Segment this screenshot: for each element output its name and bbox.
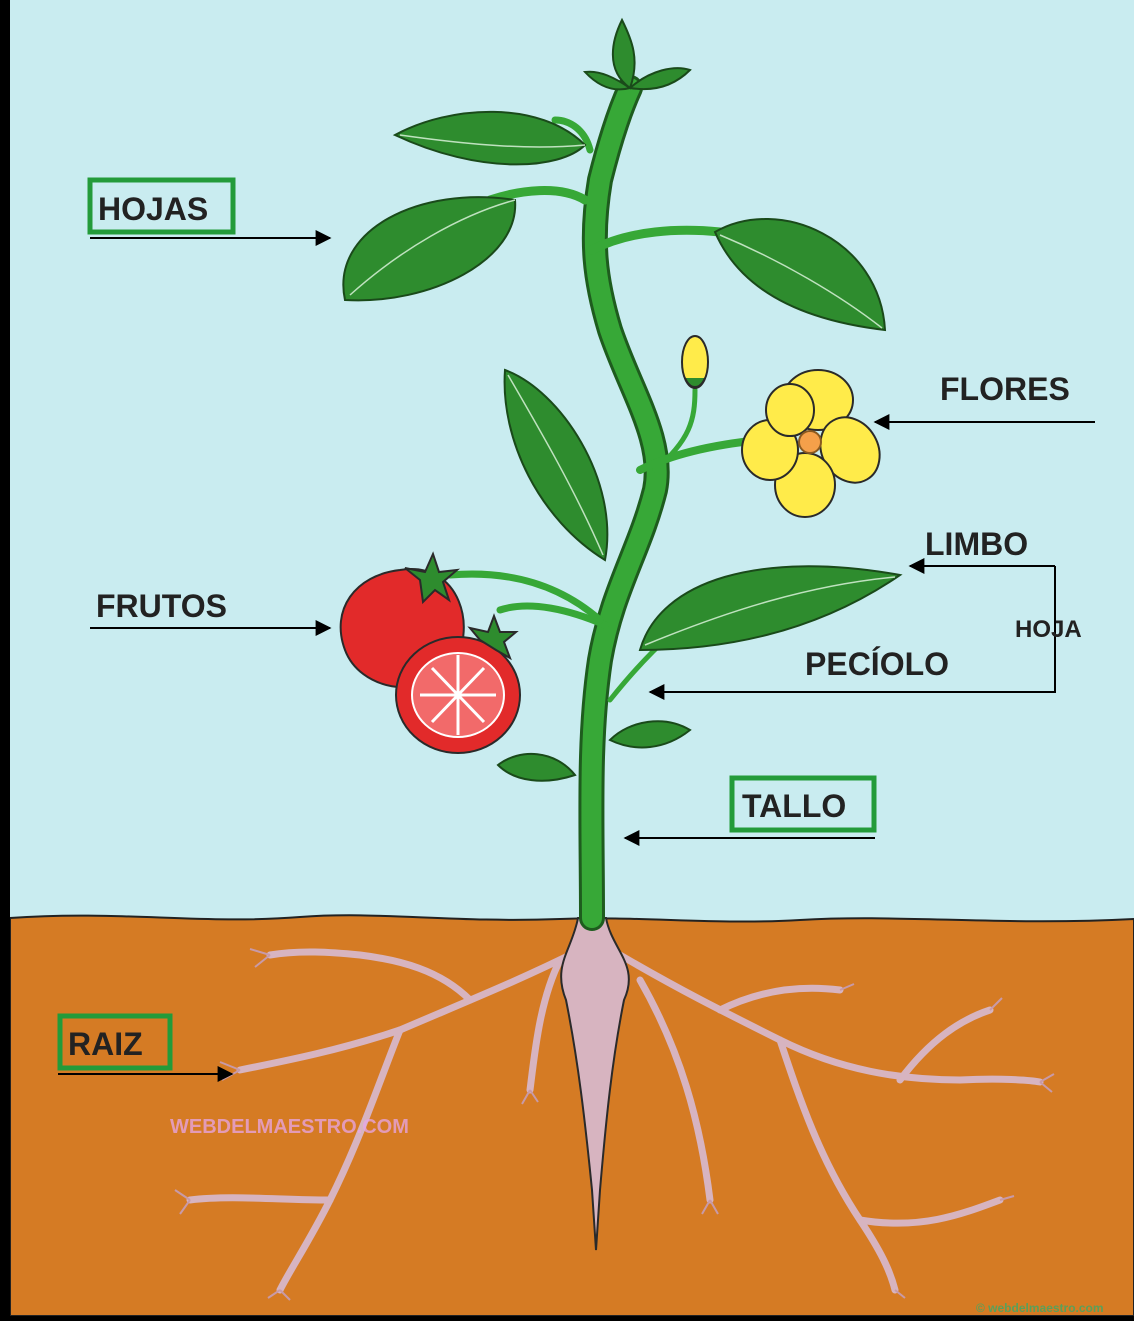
label-frutos: FRUTOS	[96, 588, 227, 624]
label-flores: FLORES	[940, 371, 1070, 407]
label-hoja: HOJA	[1015, 616, 1082, 643]
watermark-corner: © webdelmaestro.com	[976, 1301, 1104, 1315]
left-border	[0, 0, 10, 1316]
label-hojas: HOJAS	[98, 191, 208, 227]
watermark-main: WEBDELMAESTRO.COM	[170, 1116, 409, 1138]
label-limbo: LIMBO	[925, 526, 1028, 562]
label-tallo: TALLO	[742, 788, 846, 824]
label-raiz: RAIZ	[68, 1026, 143, 1062]
label-peciolo: PECÍOLO	[805, 646, 949, 682]
